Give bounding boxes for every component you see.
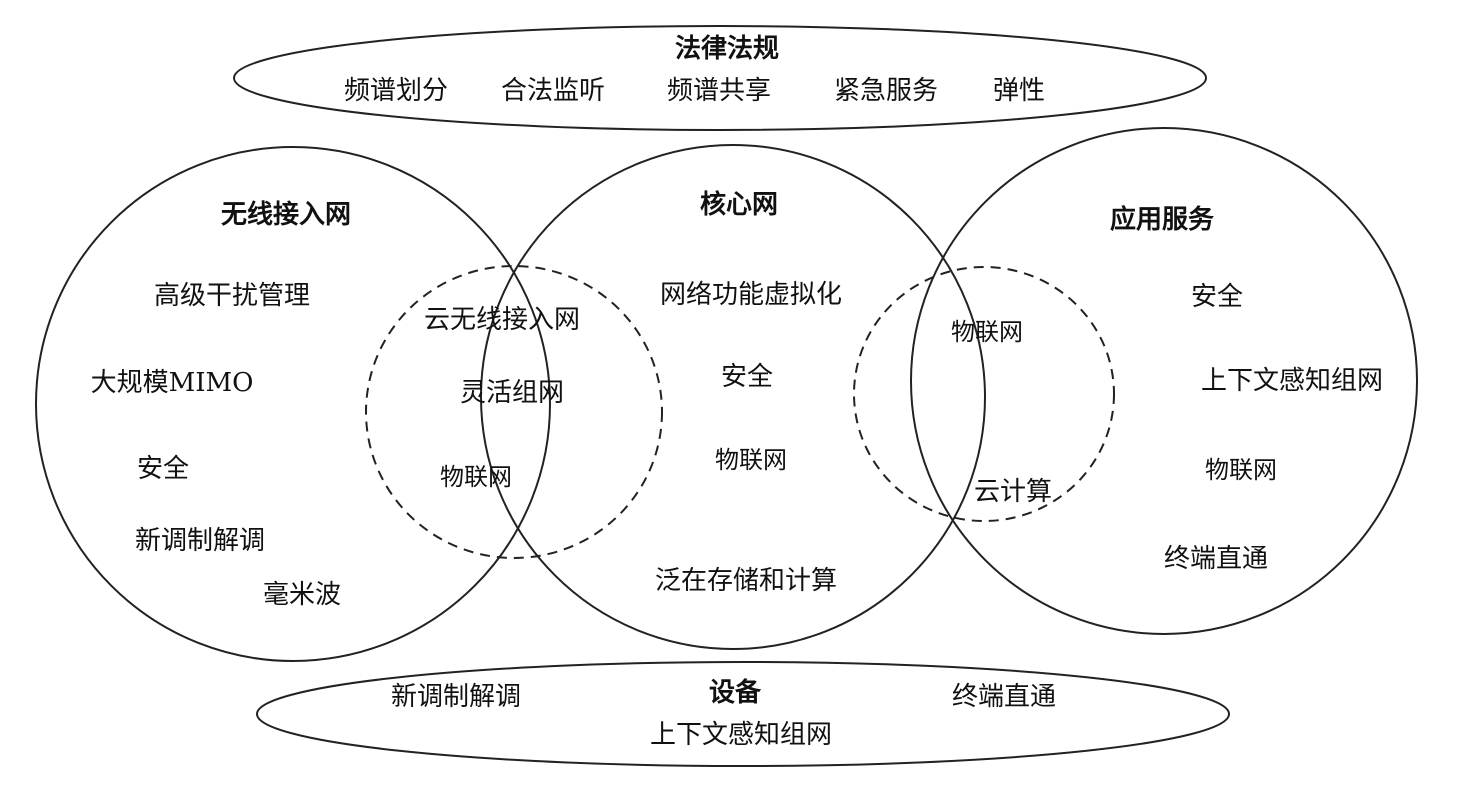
top-ellipse bbox=[233, 25, 1207, 131]
center-item-security: 安全 bbox=[721, 362, 773, 392]
right-item-iot: 物联网 bbox=[1205, 456, 1277, 484]
left-item-millimeter-wave: 毫米波 bbox=[263, 580, 341, 610]
left-item-security: 安全 bbox=[137, 454, 189, 484]
top-item-spectrum-allocation: 频谱划分 bbox=[344, 76, 448, 106]
left-overlap-iot: 物联网 bbox=[440, 463, 512, 491]
center-circle bbox=[480, 144, 986, 650]
bottom-ellipse bbox=[256, 661, 1230, 767]
left-dashed-circle bbox=[365, 265, 663, 559]
top-item-resilience: 弹性 bbox=[993, 76, 1045, 106]
right-overlap-cloud-computing: 云计算 bbox=[974, 477, 1052, 507]
bottom-ellipse-title: 设备 bbox=[709, 678, 762, 708]
left-item-new-modulation: 新调制解调 bbox=[135, 526, 265, 556]
left-item-massive-mimo: 大规模MIMO bbox=[91, 368, 254, 398]
top-item-emergency-services: 紧急服务 bbox=[834, 76, 938, 106]
left-item-interference-management: 高级干扰管理 bbox=[154, 281, 310, 311]
top-item-spectrum-sharing: 频谱共享 bbox=[667, 76, 771, 106]
right-dashed-circle bbox=[853, 266, 1115, 522]
center-item-ubiquitous-storage-computing: 泛在存储和计算 bbox=[655, 566, 837, 596]
left-circle-title: 无线接入网 bbox=[221, 200, 351, 230]
right-circle-title: 应用服务 bbox=[1110, 204, 1214, 235]
center-item-iot: 物联网 bbox=[715, 446, 787, 474]
center-circle-title: 核心网 bbox=[700, 189, 778, 220]
top-ellipse-title: 法律法规 bbox=[675, 34, 779, 64]
right-item-context-aware-networking: 上下文感知组网 bbox=[1201, 366, 1383, 396]
right-overlap-iot: 物联网 bbox=[951, 318, 1023, 346]
center-item-nfv: 网络功能虚拟化 bbox=[660, 280, 842, 310]
right-circle bbox=[910, 127, 1418, 635]
left-circle bbox=[35, 146, 551, 662]
top-item-lawful-interception: 合法监听 bbox=[501, 76, 605, 106]
left-overlap-cloud-ran: 云无线接入网 bbox=[424, 305, 580, 335]
right-item-d2d: 终端直通 bbox=[1164, 544, 1268, 574]
right-item-security: 安全 bbox=[1191, 282, 1243, 312]
bottom-item-new-modulation: 新调制解调 bbox=[391, 682, 521, 712]
left-overlap-flexible-networking: 灵活组网 bbox=[460, 378, 564, 408]
bottom-item-context-aware-networking: 上下文感知组网 bbox=[650, 720, 832, 750]
bottom-item-d2d: 终端直通 bbox=[952, 682, 1056, 712]
